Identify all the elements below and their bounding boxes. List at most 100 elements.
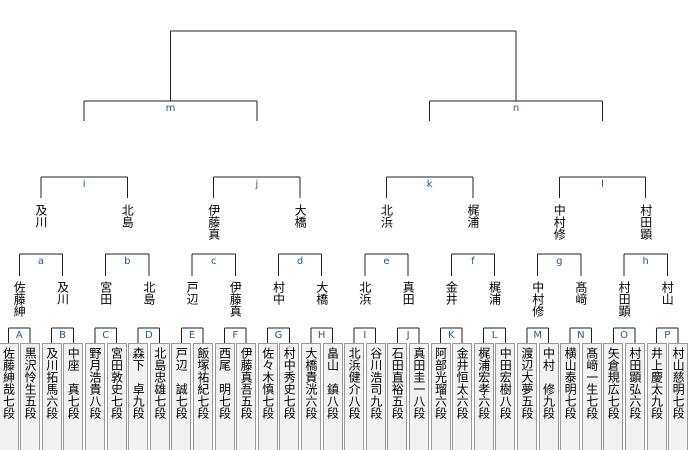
player-box: 及川拓馬六段 [41,343,62,450]
quarter-winner-name: 伊藤真 [206,204,221,240]
quarter-winner-name: 村田顕 [638,204,653,240]
round1-label-G: G [274,330,283,341]
round2-label-c: c [210,256,217,267]
player-name: 北浜健介八段 [347,347,362,419]
round1-label-J: J [406,330,410,341]
player-box: 真田圭一八段 [408,343,429,450]
round1-label-F: F [232,330,239,341]
player-name: 横山泰明七段 [563,347,578,419]
round2-label-a: a [37,256,44,267]
player-name: 谷川浩司九段 [368,347,383,419]
player-box: 渡辺大夢五段 [516,343,537,450]
round2-label-d: d [296,256,304,267]
round1-label-K: K [448,330,455,341]
player-box: 村田顕弘六段 [624,343,645,450]
player-box: 中村 修九段 [538,343,559,450]
round1-label-H: H [317,330,326,341]
player-name: 井上慶太九段 [649,347,664,419]
round2-winner-name: 髙﨑 [573,281,588,305]
round1-label-E: E [188,330,196,341]
semi-label-m: m [165,103,176,114]
player-name: 黒沢怜生五段 [23,347,38,419]
player-box: 石田直裕五段 [387,343,408,450]
round2-winner-name: 及川 [55,281,70,305]
quarter-label-k: k [426,179,433,190]
player-box: 畠山 鎮八段 [322,343,343,450]
player-name: 佐々木慎七段 [260,347,275,419]
player-name: 髙﨑一生七段 [584,347,599,419]
quarter-winner-name: 北島 [120,204,135,228]
quarter-label-i: i [82,179,86,190]
round2-winner-name: 戸辺 [185,281,200,305]
player-name: 渡辺大夢五段 [519,347,534,419]
round2-winner-name: 梶浦 [487,281,502,305]
player-box: 北島忠雄七段 [149,343,170,450]
player-box: 中座 真七段 [63,343,84,450]
round2-winner-name: 伊藤真 [228,281,243,317]
round2-winner-name: 村山 [660,281,675,305]
player-name: 村山慈明七段 [671,347,686,419]
player-name: 村中秀史七段 [282,347,297,419]
player-box: 村山慈明七段 [668,343,689,450]
semi-label-n: n [512,103,520,114]
round2-winner-name: 金井 [444,281,459,305]
round2-winner-name: 北浜 [357,281,372,305]
player-box: 谷川浩司九段 [365,343,386,450]
player-box: 井上慶太九段 [646,343,667,450]
player-name: 矢倉規広七段 [606,347,621,419]
player-name: 梶浦宏孝六段 [476,347,491,419]
round2-winner-name: 真田 [401,281,416,305]
player-name: 野月浩貴八段 [87,347,102,419]
quarter-winner-name: 大橋 [293,204,308,228]
player-name: 西尾 明七段 [217,347,232,419]
round2-winner-name: 大橋 [314,281,329,305]
player-name: 佐藤紳哉七段 [1,347,16,419]
player-name: 宮田敦史七段 [109,347,124,419]
round1-label-M: M [533,330,543,341]
player-name: 中村 修九段 [541,347,556,419]
round2-label-b: b [124,256,131,267]
round1-label-O: O [620,330,629,341]
player-name: 戸辺 誠七段 [174,347,189,419]
quarter-winner-name: 北浜 [379,204,394,228]
round2-winner-name: 村中 [271,281,286,305]
player-name: 真田圭一八段 [411,347,426,419]
player-name: 中座 真七段 [66,347,81,419]
player-box: 北浜健介八段 [344,343,365,450]
player-name: 伊藤真吾五段 [239,347,254,419]
player-box: 横山泰明七段 [560,343,581,450]
round2-winner-name: 村田顕 [617,281,632,317]
player-box: 梶浦宏孝六段 [473,343,494,450]
player-box: 野月浩貴八段 [84,343,105,450]
round1-label-I: I [363,330,367,341]
player-box: 戸辺 誠七段 [171,343,192,450]
player-name: 北島忠雄七段 [152,347,167,419]
player-box: 佐々木慎七段 [257,343,278,450]
round1-label-C: C [102,330,110,341]
player-box: 村中秀史七段 [279,343,300,450]
player-box: 伊藤真吾五段 [236,343,257,450]
round1-label-L: L [491,330,498,341]
player-box: 黒沢怜生五段 [20,343,41,450]
player-box: 大橋貴洸六段 [300,343,321,450]
round2-winner-name: 北島 [141,281,156,305]
quarter-winner-name: 及川 [33,204,48,228]
round1-label-A: A [15,330,23,341]
player-name: 村田顕弘六段 [627,347,642,419]
player-name: 大橋貴洸六段 [303,347,318,419]
quarter-winner-name: 中村修 [552,204,567,240]
player-box: 宮田敦史七段 [106,343,127,450]
round2-label-g: g [556,256,563,267]
round2-label-f: f [471,256,475,267]
player-name: 石田直裕五段 [390,347,405,419]
quarter-label-j: j [255,179,259,190]
quarter-winner-name: 梶浦 [465,204,480,228]
round1-label-B: B [59,330,66,341]
player-name: 森下 卓九段 [131,347,146,419]
player-name: 及川拓馬六段 [44,347,59,419]
player-box: 中田宏樹八段 [495,343,516,450]
round2-winner-name: 中村修 [530,281,545,317]
player-box: 森下 卓九段 [128,343,149,450]
